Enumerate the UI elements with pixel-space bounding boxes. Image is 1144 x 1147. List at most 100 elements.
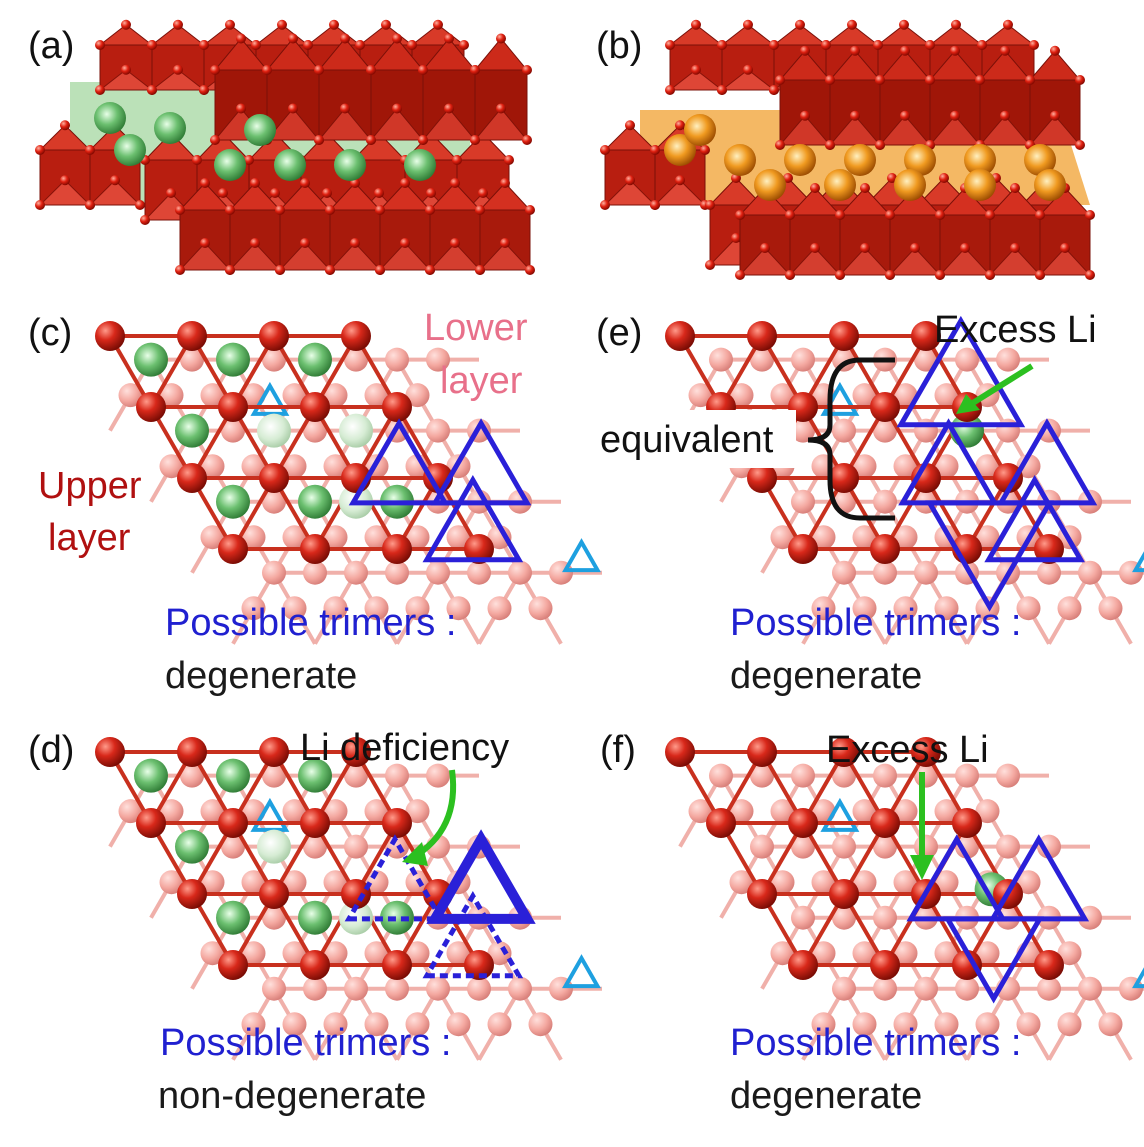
li-atom	[904, 144, 936, 176]
oxygen-atom	[522, 65, 532, 75]
oxygen-atom	[200, 238, 210, 248]
octahedron-face	[317, 107, 373, 141]
upper-atom	[1034, 534, 1064, 565]
lower-atom	[446, 1012, 471, 1037]
oxygen-atom	[885, 270, 895, 280]
lower-atom	[467, 976, 491, 1001]
lower-atom	[811, 1012, 836, 1037]
oxygen-atom	[500, 238, 510, 248]
equivalent-bracket	[807, 357, 895, 521]
lower-atom	[364, 596, 389, 621]
upper-atom	[829, 321, 859, 351]
oxygen-atom	[1035, 270, 1045, 280]
octahedron-face	[978, 114, 1032, 146]
lower-atom	[118, 799, 143, 824]
lower-atom	[955, 834, 979, 859]
cyan-triangle	[820, 797, 860, 832]
lower-atom	[1037, 834, 1061, 859]
upper-atom	[177, 321, 207, 351]
lower-atom	[811, 870, 836, 895]
li-atom	[257, 829, 291, 864]
oxygen-atom	[329, 19, 339, 30]
crystal-structure-a	[35, 19, 535, 275]
octahedron-face	[150, 69, 206, 91]
lattice-f	[665, 737, 1144, 1061]
lower-atom	[1037, 560, 1061, 585]
octahedron-face	[603, 179, 657, 206]
lower-atom	[282, 596, 307, 621]
lower-atom	[426, 976, 450, 1001]
cyan-triangle	[250, 381, 290, 416]
lower-atom	[282, 799, 307, 824]
trimer-triangle	[925, 500, 1054, 612]
upper-atom	[341, 737, 371, 767]
oxygen-atom	[325, 205, 335, 215]
oxygen-atom	[783, 173, 793, 183]
li-atom	[175, 413, 209, 448]
oxygen-atom	[121, 19, 131, 30]
li-atom	[380, 900, 414, 935]
oxygen-atom	[1010, 243, 1020, 253]
lower-atom	[750, 763, 774, 788]
lower-atom	[200, 383, 225, 408]
lower-atom	[180, 763, 204, 788]
excess-li-label-e: Excess Li	[934, 309, 1097, 351]
lower-atom	[934, 596, 959, 621]
oxygen-atom	[407, 40, 417, 50]
lower-atom	[344, 976, 368, 1001]
octahedron-face	[878, 114, 932, 146]
li-atom	[1034, 169, 1066, 201]
lower-atom	[221, 418, 245, 443]
oxygen-atom	[340, 33, 350, 44]
li-atom	[114, 134, 146, 166]
li-atom	[754, 169, 786, 201]
lower-atom	[729, 870, 754, 895]
oxygen-atom	[900, 45, 910, 56]
oxygen-atom	[769, 85, 779, 95]
oxygen-atom	[691, 64, 701, 75]
oxygen-atom	[475, 205, 485, 215]
oxygen-atom	[743, 64, 753, 75]
oxygen-atom	[743, 19, 753, 30]
lower-atom	[791, 834, 815, 859]
oxygen-atom	[277, 19, 287, 30]
lower-atom	[159, 454, 184, 479]
lower-atom	[893, 870, 918, 895]
li-atom	[404, 149, 436, 181]
lower-atom	[791, 489, 815, 514]
lower-atom	[405, 1012, 430, 1037]
lower-atom	[832, 834, 856, 859]
oxygen-atom	[244, 155, 254, 165]
lower-atom	[975, 941, 1000, 966]
lower-atom	[344, 763, 368, 788]
oxygen-atom	[705, 200, 715, 210]
lower-atom	[893, 525, 918, 550]
upper-atom	[218, 808, 248, 839]
lower-atom	[934, 870, 959, 895]
lattice-d	[95, 737, 602, 1061]
oxygen-atom	[735, 270, 745, 280]
trimer-triangle	[943, 916, 1044, 1004]
oxygen-atom	[250, 178, 260, 188]
lower-atom	[688, 799, 713, 824]
octahedron-face	[788, 247, 842, 276]
upper-atom	[382, 808, 412, 839]
lower-atom	[852, 1012, 877, 1037]
lower-atom	[914, 347, 938, 372]
li-atom	[1024, 144, 1056, 176]
octahedron-face	[88, 179, 142, 206]
oxygen-atom	[200, 178, 210, 188]
oxygen-atom	[977, 40, 987, 50]
octahedron-face	[428, 242, 482, 271]
lower-atom	[364, 1012, 389, 1037]
lower-atom	[405, 596, 430, 621]
lower-atom	[975, 1012, 1000, 1037]
li-atom	[175, 829, 209, 864]
li-atom	[244, 114, 276, 146]
upper-atom	[300, 534, 330, 565]
upper-atom	[300, 392, 330, 423]
lower-atom	[405, 941, 430, 966]
cyan-triangle	[250, 797, 290, 832]
oxygen-atom	[1085, 270, 1095, 280]
lower-atom	[323, 941, 348, 966]
